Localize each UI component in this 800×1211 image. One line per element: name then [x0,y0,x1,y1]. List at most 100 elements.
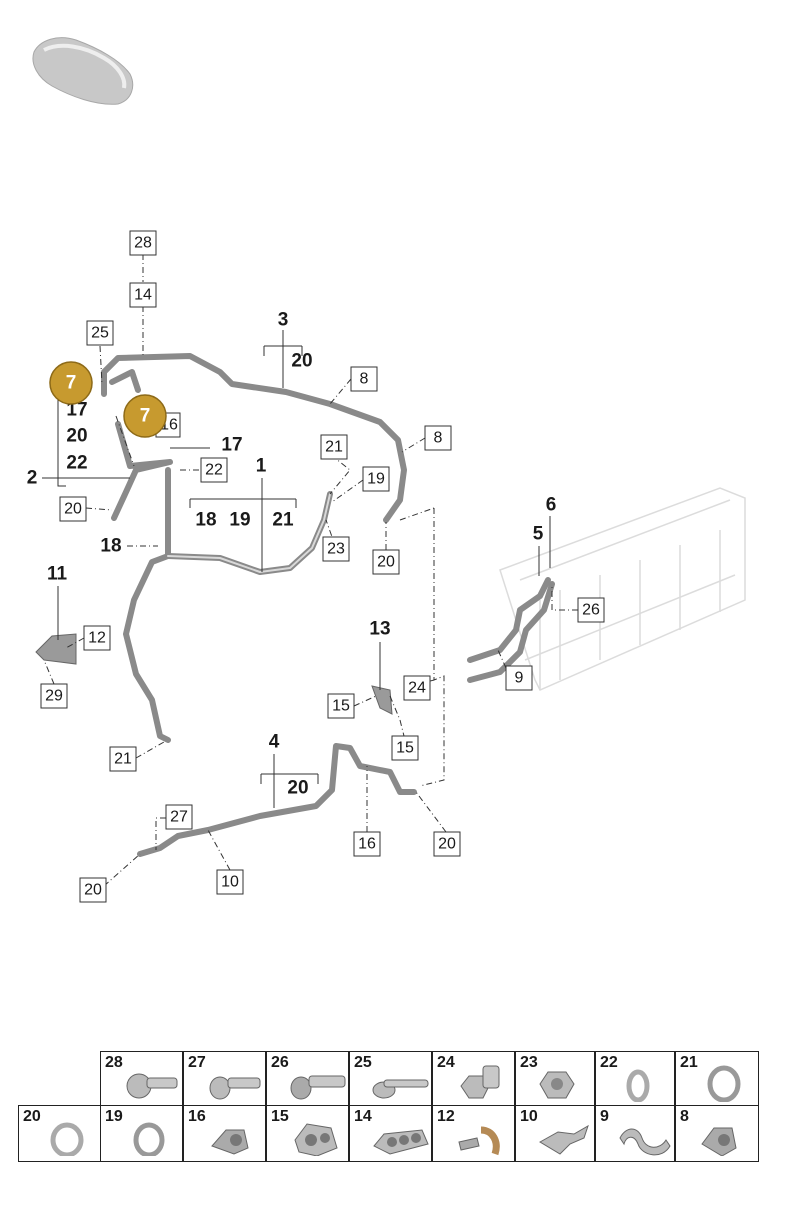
part-number: 19 [105,1108,123,1125]
callout-22-group[interactable]: 22 [66,453,87,474]
svg-text:20: 20 [438,836,456,853]
part-number: 20 [23,1108,41,1125]
callout-5[interactable]: 5 [533,524,544,545]
part-cell-23[interactable]: 23 [515,1051,595,1106]
hex-flange-bolt-icon [460,1065,500,1099]
callout-6[interactable]: 6 [546,495,557,516]
part-cell-19[interactable]: 19 [100,1105,183,1162]
part-number: 10 [520,1108,538,1125]
callout-1-21[interactable]: 21 [272,510,294,531]
pipe-clip-icon [619,1128,671,1156]
part-number: 27 [188,1054,206,1071]
callout-9[interactable]: 9 [505,665,533,691]
part-cell-8[interactable]: 8 [675,1105,759,1162]
callout-21-upper[interactable]: 21 [320,434,348,460]
callout-23[interactable]: 23 [322,536,350,562]
svg-text:8: 8 [434,430,443,447]
part-cell-14[interactable]: 14 [349,1105,432,1162]
part-cell-16[interactable]: 16 [183,1105,266,1162]
callout-1-18[interactable]: 18 [195,510,216,531]
part-cell-25[interactable]: 25 [349,1051,432,1106]
svg-text:23: 23 [327,541,345,558]
pipe-2 [111,421,173,521]
callout-20-lower-right[interactable]: 20 [433,831,461,857]
callout-20-left[interactable]: 20 [59,496,87,522]
callout-17-left[interactable]: 17 [66,400,87,421]
part-number: 8 [680,1108,689,1125]
callout-1-19[interactable]: 19 [229,510,250,531]
part-cell-21[interactable]: 21 [675,1051,759,1106]
badge-7-right[interactable]: 7 [123,394,167,438]
callout-2[interactable]: 2 [27,468,38,489]
part-cell-20[interactable]: 20 [18,1105,101,1162]
callout-12[interactable]: 12 [83,625,111,651]
bracket-13 [371,685,393,715]
callout-24[interactable]: 24 [403,675,431,701]
callout-8-upper[interactable]: 8 [350,366,378,392]
callout-8-right[interactable]: 8 [424,425,452,451]
svg-text:24: 24 [408,680,426,697]
callout-20-lower-left[interactable]: 20 [79,877,107,903]
svg-text:29: 29 [45,688,63,705]
svg-text:8: 8 [360,371,369,388]
svg-text:9: 9 [515,670,524,687]
callout-17-mid[interactable]: 17 [221,435,242,456]
callout-29[interactable]: 29 [40,683,68,709]
bracket-lines [42,330,551,808]
part-cell-26[interactable]: 26 [266,1051,349,1106]
part-cell-12[interactable]: 12 [432,1105,515,1162]
callout-28[interactable]: 28 [129,230,157,256]
svg-text:19: 19 [367,471,385,488]
flange-bolt-icon [209,1076,261,1100]
part-cell-24[interactable]: 24 [432,1051,515,1106]
callout-19-upper[interactable]: 19 [362,466,390,492]
callout-3[interactable]: 3 [278,310,289,331]
callout-22-mid[interactable]: 22 [200,457,228,483]
button-head-bolt-icon [126,1073,178,1099]
part-number: 22 [600,1054,618,1071]
callout-25[interactable]: 25 [86,320,114,346]
badge-7-left[interactable]: 7 [49,361,93,405]
part-cell-22[interactable]: 22 [595,1051,675,1106]
part-number: 24 [437,1054,455,1071]
leader-lines [43,254,578,887]
callout-20-right-upper[interactable]: 20 [372,549,400,575]
holder-icon [458,1126,500,1156]
callout-1[interactable]: 1 [256,456,267,477]
part-cell-27[interactable]: 27 [183,1051,266,1106]
callout-21-lower[interactable]: 21 [109,746,137,772]
svg-text:22: 22 [205,462,223,479]
pipe-5-6 [467,577,555,683]
callout-10[interactable]: 10 [216,869,244,895]
part-cell-15[interactable]: 15 [266,1105,349,1162]
callout-26[interactable]: 26 [577,597,605,623]
o-ring-icon [626,1069,650,1102]
svg-text:21: 21 [114,751,132,768]
part-cell-28[interactable]: 28 [100,1051,183,1106]
callout-20-group[interactable]: 20 [66,426,87,447]
callout-16-lower[interactable]: 16 [353,831,381,857]
callout-4[interactable]: 4 [269,732,280,753]
callout-13[interactable]: 13 [369,619,390,640]
part-cell-10[interactable]: 10 [515,1105,595,1162]
callout-15-left[interactable]: 15 [327,693,355,719]
svg-text:28: 28 [134,235,152,252]
callout-14[interactable]: 14 [129,282,157,308]
callout-4-20[interactable]: 20 [287,778,308,799]
part-number: 12 [437,1108,455,1125]
svg-text:26: 26 [582,602,600,619]
part-cell-9[interactable]: 9 [595,1105,675,1162]
callout-3-20[interactable]: 20 [291,351,312,372]
svg-text:20: 20 [64,501,82,518]
vehicle-thumbnail [32,37,134,105]
svg-text:15: 15 [396,740,414,757]
callout-18[interactable]: 18 [100,536,121,557]
callout-11[interactable]: 11 [47,564,68,585]
callout-15-right[interactable]: 15 [391,735,419,761]
clip-icon [701,1127,737,1156]
callout-27[interactable]: 27 [165,804,193,830]
part-number: 9 [600,1108,609,1125]
svg-text:10: 10 [221,874,239,891]
pipe-4 [137,743,417,857]
